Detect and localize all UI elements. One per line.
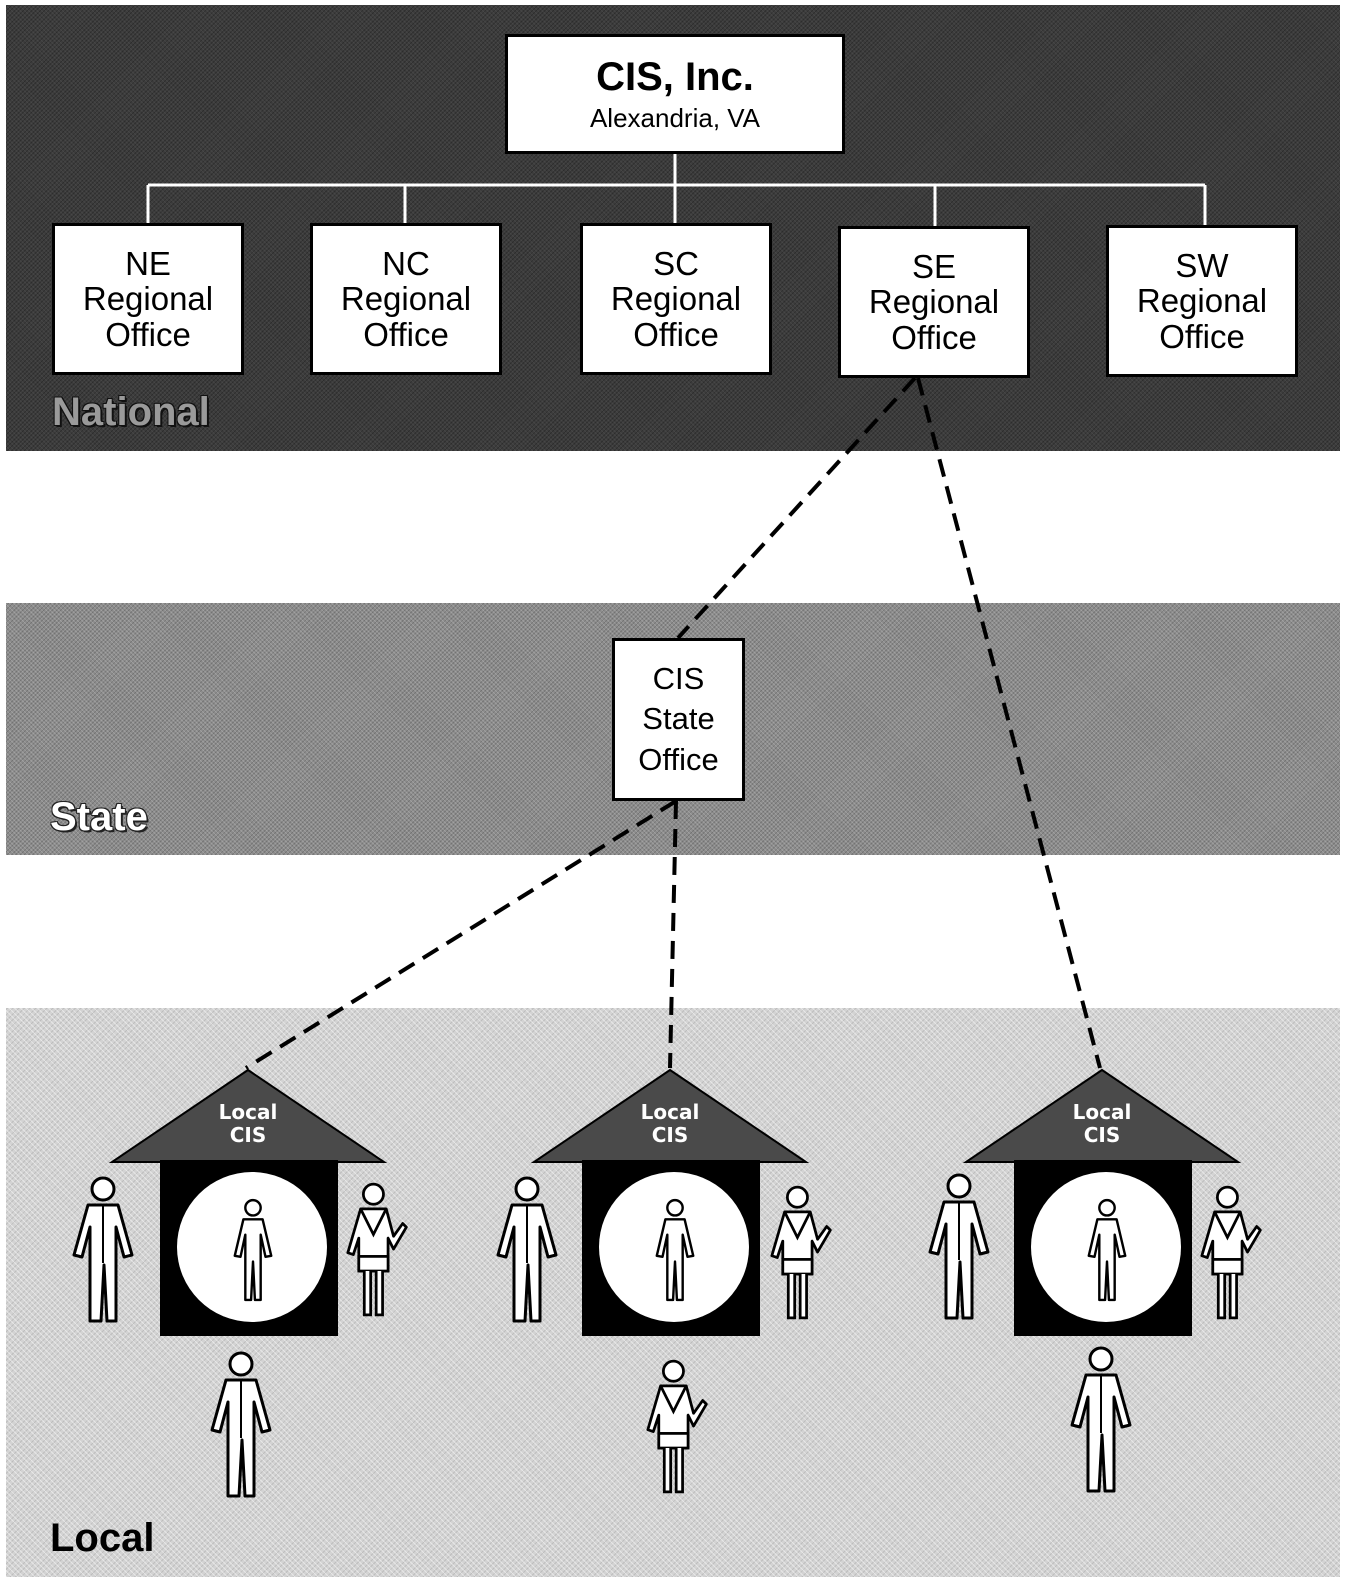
- headquarters-location: Alexandria, VA: [590, 104, 760, 132]
- regional-office-nc: NC Regional Office: [310, 223, 502, 375]
- regional-office-code: NE: [125, 246, 171, 282]
- state-office-line1: CIS: [653, 659, 705, 699]
- local-cis-label: Local CIS: [1052, 1101, 1152, 1147]
- local-cis-line2: CIS: [620, 1124, 720, 1147]
- national-tier-label: National: [52, 390, 210, 435]
- headquarters-name: CIS, Inc.: [596, 56, 754, 99]
- regional-office-line2: Regional: [611, 281, 741, 317]
- state-office-line3: Office: [638, 740, 718, 780]
- state-office-box: CIS State Office: [612, 638, 745, 801]
- regional-office-line2: Regional: [83, 281, 213, 317]
- regional-office-line3: Office: [363, 317, 449, 353]
- local-cis-label: Local CIS: [620, 1101, 720, 1147]
- house-window: [599, 1172, 749, 1322]
- local-cis-line1: Local: [1052, 1101, 1152, 1124]
- regional-office-sc: SC Regional Office: [580, 223, 772, 375]
- person-man-icon: [229, 1198, 277, 1304]
- person-woman-icon: [346, 1175, 410, 1325]
- state-office-line2: State: [642, 699, 714, 739]
- person-man-icon: [651, 1198, 699, 1304]
- house-window: [1031, 1172, 1181, 1322]
- regional-office-line3: Office: [891, 320, 977, 356]
- person-man-icon: [492, 1175, 562, 1325]
- regional-office-code: SE: [912, 249, 956, 285]
- person-man-icon: [206, 1350, 276, 1500]
- person-man-icon: [68, 1175, 138, 1325]
- regional-office-line3: Office: [1159, 319, 1245, 355]
- regional-office-line3: Office: [633, 317, 719, 353]
- local-cis-label: Local CIS: [198, 1101, 298, 1147]
- house-window: [177, 1172, 327, 1322]
- person-woman-icon: [770, 1178, 834, 1328]
- person-man-icon: [1083, 1198, 1131, 1304]
- regional-office-line3: Office: [105, 317, 191, 353]
- house-walls: [160, 1160, 338, 1336]
- person-man-icon: [924, 1172, 994, 1322]
- regional-office-ne: NE Regional Office: [52, 223, 244, 375]
- state-tier-label: State: [50, 795, 148, 840]
- house-walls: [1014, 1160, 1192, 1336]
- person-woman-icon: [1200, 1178, 1264, 1328]
- headquarters-box: CIS, Inc. Alexandria, VA: [505, 34, 845, 154]
- local-cis-office-2: Local CIS: [530, 1068, 810, 1338]
- regional-office-code: SW: [1175, 248, 1228, 284]
- regional-office-line2: Regional: [1137, 283, 1267, 319]
- regional-office-sw: SW Regional Office: [1106, 225, 1298, 377]
- local-tier-label: Local: [50, 1516, 154, 1561]
- regional-office-code: NC: [382, 246, 430, 282]
- local-cis-line1: Local: [198, 1101, 298, 1124]
- person-man-icon: [1066, 1345, 1136, 1495]
- local-cis-line1: Local: [620, 1101, 720, 1124]
- regional-office-se: SE Regional Office: [838, 226, 1030, 378]
- regional-office-line2: Regional: [869, 284, 999, 320]
- local-cis-line2: CIS: [1052, 1124, 1152, 1147]
- house-walls: [582, 1160, 760, 1336]
- person-woman-icon: [646, 1352, 710, 1502]
- regional-office-line2: Regional: [341, 281, 471, 317]
- local-cis-line2: CIS: [198, 1124, 298, 1147]
- regional-office-code: SC: [653, 246, 699, 282]
